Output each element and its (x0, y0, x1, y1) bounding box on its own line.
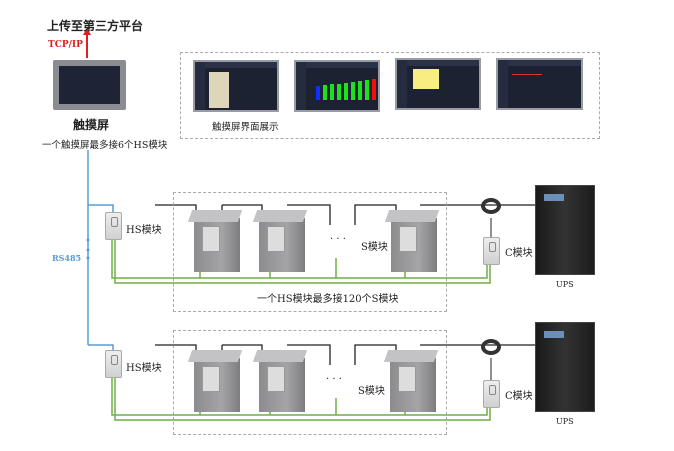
row2-c-module (483, 380, 500, 408)
screenshot-showcase (180, 52, 600, 139)
row2-ellipsis: · · · (326, 374, 342, 385)
upload-title: 上传至第三方平台 (47, 19, 144, 33)
row2-hs-module (105, 350, 122, 378)
row1-note: 一个HS模块最多接120个S模块 (257, 294, 399, 305)
protocol-label: TCP/IP (48, 40, 83, 50)
row1-c-label: C模块 (505, 248, 533, 259)
touchscreen-label: 触摸屏 (73, 118, 110, 132)
screen-thumb-rack (193, 60, 279, 112)
showcase-caption: 触摸屏界面展示 (212, 122, 279, 133)
screen-thumb-bars (294, 60, 380, 112)
row2-s-label: S模块 (358, 386, 385, 397)
row1-battery-3 (384, 210, 440, 272)
screen-thumb-list (496, 58, 583, 110)
row1-s-label: S模块 (361, 242, 388, 253)
row2-battery-1 (187, 350, 243, 412)
row1-ups (535, 185, 595, 275)
row1-ellipsis: · · · (330, 234, 346, 245)
row2-battery-2 (252, 350, 308, 412)
row2-battery-3 (383, 350, 439, 412)
row2-hs-label: HS模块 (126, 363, 162, 374)
row2-ups-label: UPS (556, 417, 574, 426)
row1-ups-label: UPS (556, 280, 574, 289)
row2-current-transformer (481, 339, 501, 355)
row1-current-transformer (481, 198, 501, 214)
row1-group (173, 192, 447, 312)
row1-battery-2 (252, 210, 308, 272)
row2-sensor-wires (111, 378, 491, 421)
row1-hs-module (105, 212, 122, 240)
rs485-bus (87, 150, 114, 350)
screen-thumb-table (395, 58, 481, 110)
row1-battery-1 (187, 210, 243, 272)
row2-c-label: C模块 (505, 391, 533, 402)
touchscreen-image (53, 60, 126, 110)
row2-group (173, 330, 447, 435)
touchscreen-note: 一个触摸屏最多接6个HS模块 (42, 140, 168, 151)
row2-ups (535, 322, 595, 412)
rs485-label: RS485 (52, 253, 82, 263)
row1-hs-label: HS模块 (126, 225, 162, 236)
row1-sensor-wires (111, 240, 491, 284)
row1-c-module (483, 237, 500, 265)
upload-arrow-head (83, 28, 91, 35)
